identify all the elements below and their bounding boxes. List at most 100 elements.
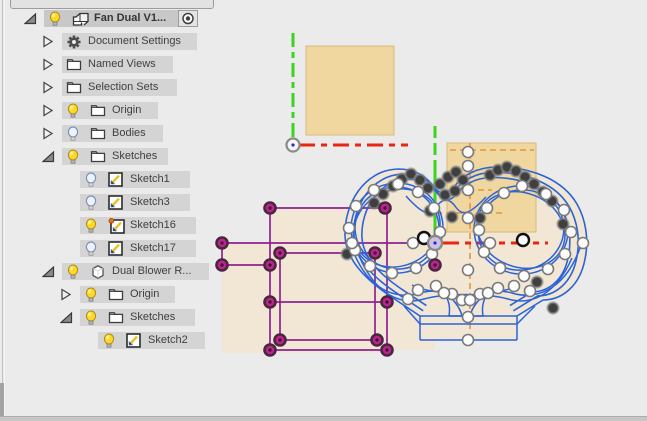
sketch-point[interactable] bbox=[461, 310, 475, 324]
sketch-point[interactable] bbox=[461, 333, 475, 347]
sketch-point-constrained[interactable] bbox=[445, 210, 459, 224]
sketch-point[interactable] bbox=[401, 292, 415, 306]
sketch-profile-region[interactable] bbox=[222, 243, 270, 353]
sketch-point[interactable] bbox=[463, 293, 477, 307]
tree-item-origin[interactable]: Origin bbox=[62, 102, 158, 119]
sketch-point-constrained[interactable] bbox=[404, 167, 418, 181]
sketch-point-constrained[interactable] bbox=[367, 196, 381, 210]
expander-expanded-icon[interactable] bbox=[23, 12, 37, 30]
sketch-point-constrained[interactable] bbox=[448, 184, 462, 198]
expander-expanded-icon[interactable] bbox=[41, 265, 55, 283]
tree-item-fan-dual-v1[interactable]: Fan Dual V1... bbox=[44, 10, 178, 27]
sketch-point-constrained[interactable] bbox=[556, 217, 570, 231]
sketch-point[interactable] bbox=[411, 283, 425, 297]
visibility-bulb-off-icon[interactable] bbox=[84, 195, 98, 216]
sketch-point[interactable] bbox=[507, 279, 521, 293]
sketch-point[interactable] bbox=[461, 211, 475, 225]
tree-item-origin[interactable]: Origin bbox=[80, 286, 175, 303]
sketch-point[interactable] bbox=[461, 145, 475, 159]
tree-item-sketches[interactable]: Sketches bbox=[80, 309, 195, 326]
expander-collapsed-icon[interactable] bbox=[42, 35, 54, 53]
sketch-point-constrained[interactable] bbox=[449, 165, 463, 179]
expander-expanded-icon[interactable] bbox=[41, 150, 55, 168]
sketch-point[interactable] bbox=[564, 225, 578, 239]
sketch-point-constrained[interactable] bbox=[456, 173, 470, 187]
sketch-point[interactable] bbox=[477, 245, 491, 259]
sketch-point[interactable] bbox=[461, 183, 475, 197]
sketch-point-constrained[interactable] bbox=[546, 301, 560, 315]
sketch-point[interactable] bbox=[483, 236, 497, 250]
sketch-point[interactable] bbox=[391, 177, 405, 191]
tree-item-document-settings[interactable]: Document Settings bbox=[62, 33, 197, 50]
sketch-curve[interactable] bbox=[516, 305, 536, 325]
sketch-point-constrained[interactable] bbox=[413, 173, 427, 187]
sketch-point-constrained[interactable] bbox=[527, 177, 541, 191]
expander-expanded-icon[interactable] bbox=[59, 311, 73, 329]
sketch-point[interactable] bbox=[480, 201, 494, 215]
expander-collapsed-icon[interactable] bbox=[60, 288, 72, 306]
sketch-point[interactable] bbox=[342, 221, 356, 235]
sketch-point[interactable] bbox=[437, 286, 451, 300]
sketch-point[interactable] bbox=[367, 183, 381, 197]
sketch-point[interactable] bbox=[515, 179, 529, 193]
sketch-point[interactable] bbox=[497, 186, 511, 200]
sketch-point[interactable] bbox=[493, 261, 507, 275]
left-scrollbar-fragment[interactable] bbox=[0, 383, 4, 420]
sketch-point[interactable] bbox=[345, 236, 359, 250]
tree-item-sketch16[interactable]: Sketch16 bbox=[80, 217, 196, 234]
sketch-point[interactable] bbox=[481, 286, 495, 300]
sketch-point[interactable] bbox=[517, 269, 531, 283]
sketch-point[interactable] bbox=[429, 279, 443, 293]
sketch-point-constrained[interactable] bbox=[433, 177, 447, 191]
sketch-point-constrained[interactable] bbox=[509, 164, 523, 178]
sketch-point[interactable] bbox=[461, 263, 475, 277]
sketch-point[interactable] bbox=[557, 203, 571, 217]
visibility-bulb-on-icon[interactable] bbox=[66, 264, 80, 285]
sketch-point[interactable] bbox=[406, 236, 420, 250]
visibility-bulb-off-icon[interactable] bbox=[84, 241, 98, 262]
sketch-point[interactable] bbox=[539, 187, 553, 201]
tree-item-sketch3[interactable]: Sketch3 bbox=[80, 194, 190, 211]
sketch-point[interactable] bbox=[558, 247, 572, 261]
visibility-bulb-on-icon[interactable] bbox=[84, 218, 98, 239]
sketch-point[interactable] bbox=[349, 199, 363, 213]
sketch-point[interactable] bbox=[427, 201, 441, 215]
sketch-point[interactable] bbox=[541, 262, 555, 276]
sketch-point[interactable] bbox=[411, 185, 425, 199]
tree-item-named-views[interactable]: Named Views bbox=[62, 56, 173, 73]
sketch-square-profile[interactable] bbox=[305, 45, 395, 136]
sketch-point-highlighted[interactable] bbox=[515, 232, 531, 248]
tree-item-selection-sets[interactable]: Selection Sets bbox=[62, 79, 177, 96]
sketch-point[interactable] bbox=[363, 259, 377, 273]
sketch-point-constrained[interactable] bbox=[473, 211, 487, 225]
tree-item-bodies[interactable]: Bodies bbox=[62, 125, 163, 142]
visibility-bulb-on-icon[interactable] bbox=[102, 333, 116, 354]
expander-collapsed-icon[interactable] bbox=[42, 81, 54, 99]
visibility-bulb-on-icon[interactable] bbox=[48, 11, 62, 32]
sketch-point[interactable] bbox=[461, 159, 475, 173]
visibility-bulb-on-icon[interactable] bbox=[84, 310, 98, 331]
tree-item-sketch17[interactable]: Sketch17 bbox=[80, 240, 196, 257]
sketch-point[interactable] bbox=[523, 284, 537, 298]
sketch-point[interactable] bbox=[576, 236, 590, 250]
visibility-bulb-off-icon[interactable] bbox=[84, 172, 98, 193]
tree-item-sketch2[interactable]: Sketch2 bbox=[98, 332, 205, 349]
expander-collapsed-icon[interactable] bbox=[42, 127, 54, 145]
sketch-point[interactable] bbox=[385, 266, 399, 280]
tree-item-dual-blower-r[interactable]: Dual Blower R... bbox=[62, 263, 209, 280]
expander-collapsed-icon[interactable] bbox=[42, 58, 54, 76]
visibility-bulb-on-icon[interactable] bbox=[66, 103, 80, 124]
sketch-curve[interactable] bbox=[403, 305, 421, 325]
visibility-bulb-on-icon[interactable] bbox=[84, 287, 98, 308]
sketch-point[interactable] bbox=[491, 281, 505, 295]
sketch-curve[interactable] bbox=[359, 257, 573, 302]
tree-item-sketches[interactable]: Sketches bbox=[62, 148, 168, 165]
sketch-point[interactable] bbox=[409, 261, 423, 275]
activate-component-radio-icon[interactable] bbox=[178, 10, 198, 32]
tree-item-sketch1[interactable]: Sketch1 bbox=[80, 171, 190, 188]
sketch-point-constrained[interactable] bbox=[530, 275, 544, 289]
expander-collapsed-icon[interactable] bbox=[42, 104, 54, 122]
sketch-point[interactable] bbox=[472, 223, 486, 237]
visibility-bulb-off-icon[interactable] bbox=[66, 126, 80, 147]
